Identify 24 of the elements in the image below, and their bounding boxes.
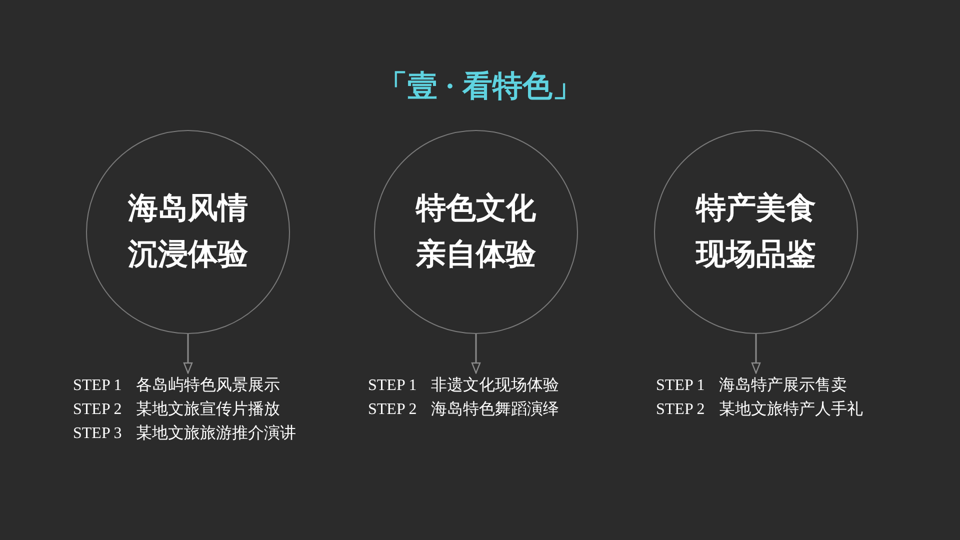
circle-node xyxy=(374,130,578,334)
step-text: 某地文旅宣传片播放 xyxy=(136,400,281,420)
step-number: STEP 1 xyxy=(656,376,705,396)
step-number: STEP 2 xyxy=(656,400,705,420)
step-text: 某地文旅特产人手礼 xyxy=(718,400,863,420)
step-text: 各岛屿特色风景展示 xyxy=(136,376,281,396)
step-number: STEP 2 xyxy=(73,400,122,420)
node-label: 海岛风情沉浸体验 xyxy=(126,191,249,273)
circle-node xyxy=(654,130,858,334)
step-number: STEP 1 xyxy=(73,376,122,396)
slide-title: 「壹 · 看特色」 xyxy=(376,69,584,105)
node-label: 特产美食现场品鉴 xyxy=(694,190,817,273)
arrow xyxy=(183,334,193,374)
node-label: 特色文化亲自体验 xyxy=(414,191,537,273)
step-text: 海岛特色舞蹈演绎 xyxy=(430,400,559,420)
arrow xyxy=(751,334,761,374)
arrow xyxy=(471,334,481,374)
circle-node xyxy=(86,130,290,334)
step-text: 某地文旅旅游推介演讲 xyxy=(136,424,296,444)
step-number: STEP 3 xyxy=(73,424,122,444)
step-text: 海岛特产展示售卖 xyxy=(718,376,848,396)
step-number: STEP 1 xyxy=(368,376,417,396)
step-number: STEP 2 xyxy=(368,400,417,420)
step-text: 非遗文化现场体验 xyxy=(430,376,559,396)
